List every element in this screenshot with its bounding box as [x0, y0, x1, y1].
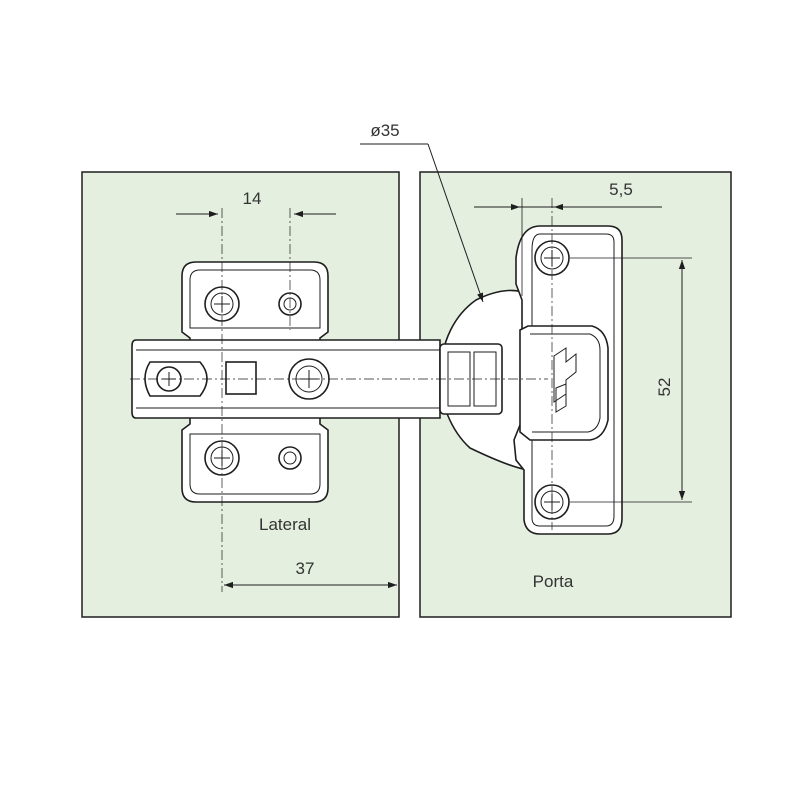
dimension-5-5: 5,5: [474, 180, 662, 296]
leader-cup-diameter: ø35: [360, 121, 484, 303]
door-mounting-plate: [513, 225, 623, 535]
dimension-5-5-label: 5,5: [609, 180, 633, 199]
hole-lateral-bottom: [278, 446, 302, 470]
dimension-14: 14: [176, 189, 336, 218]
screw-arm-fixing: [288, 358, 330, 400]
dimension-14-label: 14: [243, 189, 262, 208]
dimension-52-label: 52: [655, 378, 674, 397]
dimension-52: 52: [570, 257, 692, 503]
dimension-37: 37: [224, 559, 400, 595]
cup-diameter-label: ø35: [370, 121, 399, 140]
dimension-37-label: 37: [296, 559, 315, 578]
porta-label: Porta: [533, 572, 574, 591]
lateral-label: Lateral: [259, 515, 311, 534]
